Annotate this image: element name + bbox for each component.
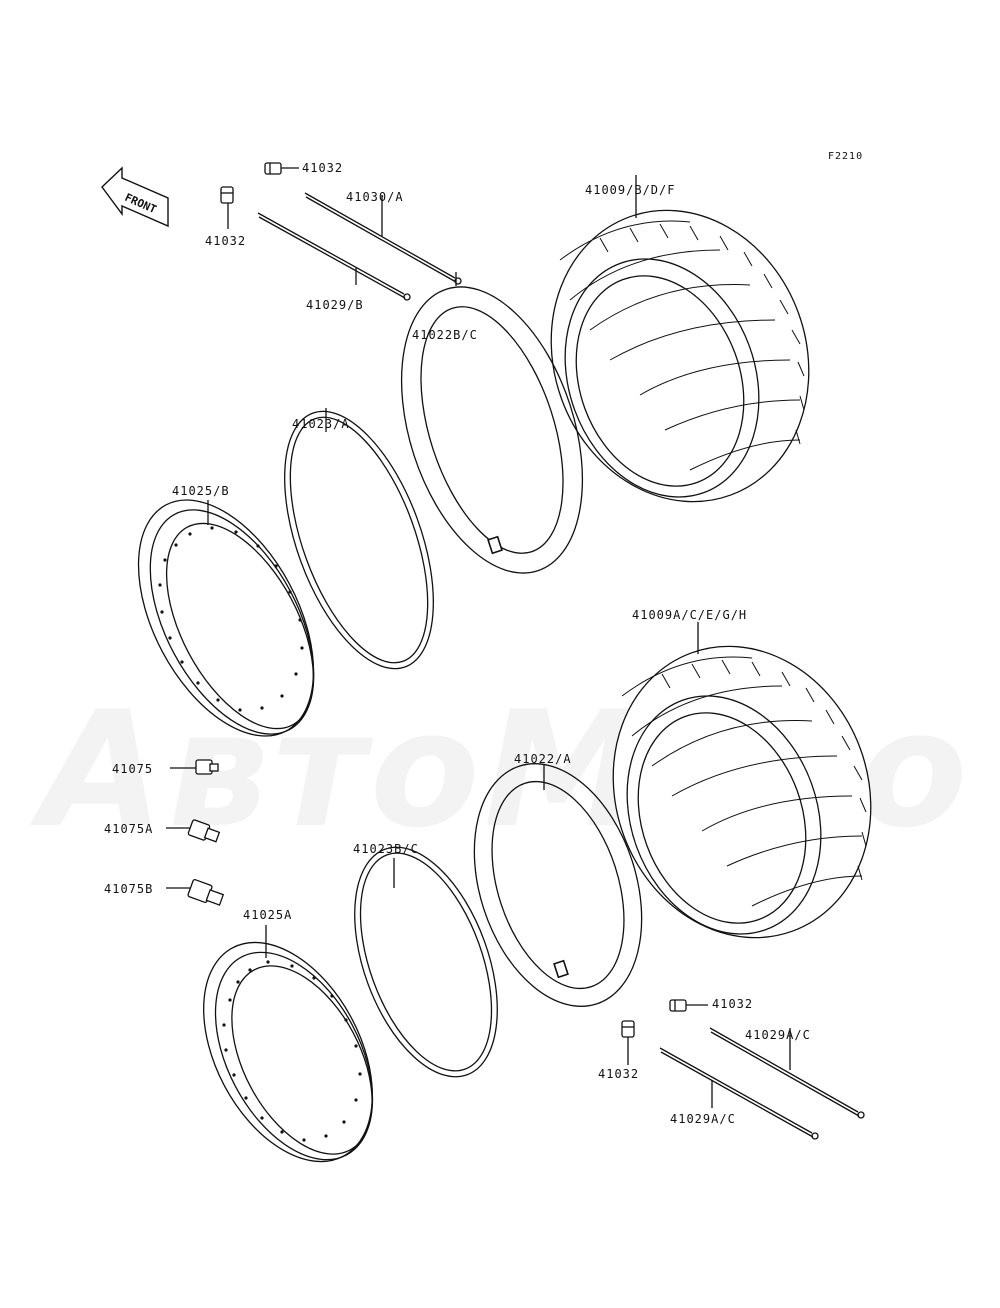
- label-41030A: 41030/A: [346, 190, 404, 204]
- spoke-nipple-bottom-right-2: [621, 1020, 635, 1065]
- label-41075A: 41075A: [104, 822, 154, 836]
- inner-tube-front: [473, 763, 643, 1007]
- label-41009-front: 41009A/C/E/G/H: [632, 608, 748, 622]
- label-41075: 41075: [112, 762, 154, 776]
- figure-code: F2210: [828, 151, 864, 162]
- rim-rear: [137, 499, 315, 737]
- tire-front: [612, 622, 872, 939]
- label-41029AC-1: 41029A/C: [745, 1028, 811, 1042]
- valve-41075B: [166, 879, 225, 906]
- spoke-nipple-bottom-right-1: [669, 999, 708, 1012]
- spoke-41029AC-lower: [659, 1047, 819, 1140]
- rim-tape-rear: [284, 408, 434, 670]
- label-41025B: 41025/B: [172, 484, 230, 498]
- label-41023BC: 41023B/C: [353, 842, 419, 856]
- label-41029B: 41029/B: [306, 298, 364, 312]
- spoke-41029B: [257, 212, 411, 301]
- label-41025A: 41025A: [243, 908, 293, 922]
- label-41009-rear: 41009/B/D/F: [585, 183, 676, 197]
- spoke-41030A: [304, 192, 462, 285]
- inner-tube-rear: [400, 272, 584, 574]
- label-41022BC: 41022B/C: [412, 328, 478, 342]
- front-arrow-icon: FRONT: [101, 166, 169, 228]
- label-41022A: 41022/A: [514, 752, 572, 766]
- label-41032-left: 41032: [205, 234, 247, 248]
- label-41032-br1: 41032: [712, 997, 754, 1011]
- spoke-41029AC-upper: [709, 1027, 865, 1119]
- valve-41075A: [166, 819, 221, 843]
- spoke-nipple-top: [264, 162, 299, 175]
- tire-rear: [550, 175, 810, 503]
- label-41032-top: 41032: [302, 161, 344, 175]
- rim-front: [203, 925, 374, 1163]
- label-41029AC-2: 41029A/C: [670, 1112, 736, 1126]
- spoke-nipple-left: [220, 186, 234, 229]
- label-41032-br2: 41032: [598, 1067, 640, 1081]
- label-41023A: 41023/A: [292, 417, 350, 431]
- valve-41075: [170, 759, 219, 775]
- label-41075B: 41075B: [104, 882, 154, 896]
- rim-tape-front: [354, 846, 498, 1078]
